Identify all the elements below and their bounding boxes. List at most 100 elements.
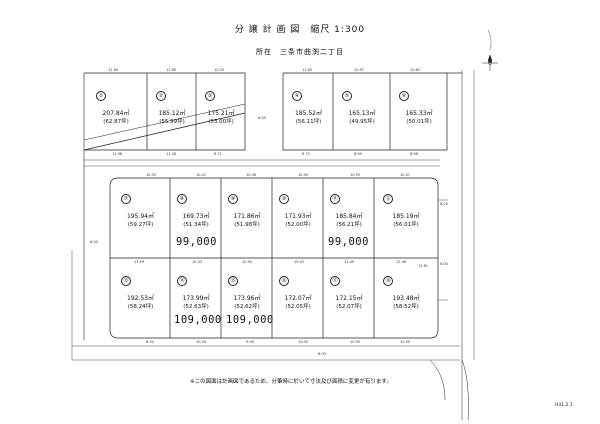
lot-tsubo: (56.21坪)	[336, 222, 362, 228]
lot-3: ③ 175.21㎡ (53.00坪)	[197, 91, 245, 126]
dimension-label: 10.50	[350, 340, 361, 344]
lot-12: ⑫ 185.19㎡ (56.01坪)	[375, 194, 437, 229]
page-title: 分 譲 計 画 図 縮尺 1:300	[234, 25, 366, 35]
dimension-label: 13.59	[134, 260, 145, 264]
lot-number: ③	[205, 91, 215, 101]
dimension-label: 8.99	[354, 152, 362, 156]
dimension-label: 10.53	[294, 260, 305, 264]
dimension-label: 10.47	[196, 173, 207, 177]
lot-number: ⑥	[399, 91, 409, 101]
lot-tsubo: (52.00坪)	[285, 222, 311, 228]
lot-number: ⑧	[177, 194, 187, 204]
lot-tsubo: (49.95坪)	[349, 119, 375, 125]
lot-number: ④	[292, 91, 302, 101]
lot-tsubo: (62.87坪)	[103, 119, 129, 125]
lot-tsubo: (51.98坪)	[234, 222, 260, 228]
lot-tsubo: (52.63坪)	[183, 304, 209, 310]
dimension-label: 10.43	[192, 260, 203, 264]
lot-9: ⑨ 171.86㎡ (51.98坪)	[222, 194, 272, 229]
lot-area: 193.48㎡	[392, 295, 420, 302]
lot-number: ⑫	[383, 194, 393, 204]
dimension-label: 8.70	[302, 152, 310, 156]
lot-number: ⑮	[228, 276, 238, 286]
lot-area: 165.33㎡	[405, 110, 433, 117]
upper-block-outline	[84, 72, 246, 151]
dimension-label: 10.47	[400, 173, 411, 177]
dimension-label: 11.80	[108, 68, 119, 72]
dimension-label: 10.97	[354, 68, 365, 72]
lot-area: 185.52㎡	[295, 110, 322, 117]
lot-tsubo: (58.52坪)	[393, 304, 419, 310]
dimension-label: 9.99	[246, 340, 254, 344]
lot-15: ⑮ 173.96㎡ (52.62坪)	[222, 276, 272, 311]
lot-tsubo: (52.05坪)	[285, 304, 311, 310]
lot-tsubo: (56.11坪)	[295, 119, 322, 125]
dimension-label: 8.71	[214, 152, 222, 156]
lot-5: ⑤ 165.13㎡ (49.95坪)	[334, 91, 390, 126]
dimension-label: 10.50	[242, 260, 253, 264]
lot-number: ⑩	[279, 194, 289, 204]
dimension-label: 11.65	[302, 68, 313, 72]
lot-area: 185.12㎡	[158, 110, 186, 117]
lower-block-outline	[109, 177, 439, 339]
lot-tsubo: (56.01坪)	[393, 222, 419, 228]
dimension-label: 10.00	[214, 68, 225, 72]
dimension-label: 10.00	[298, 340, 309, 344]
dimension-label: 10.59	[350, 173, 361, 177]
lot-area: 172.15㎡	[335, 295, 363, 302]
footnote: ※この図面は計画図であるため、分筆時に於いて寸法及び面積に変更が有ります。	[190, 379, 392, 385]
road-width-label: 6.00	[318, 352, 326, 356]
lot-tsubo: (51.34坪)	[183, 222, 209, 228]
north-arrow-icon	[482, 54, 498, 71]
dimension-label: 13.61	[418, 264, 429, 268]
lot-number: ⑤	[342, 91, 352, 101]
lot-area: 175.21㎡	[207, 110, 235, 117]
lot-tsubo: (50.01坪)	[406, 119, 432, 125]
lot-16: ⑯ 172.07㎡ (52.05坪)	[273, 276, 323, 311]
diagonal-road-line	[83, 112, 246, 151]
lot-area: 171.93㎡	[284, 213, 312, 220]
lot-area: 185.19㎡	[392, 213, 420, 220]
dimension-label: 12.48	[396, 260, 407, 264]
lot-area: 207.84㎡	[102, 110, 130, 117]
lot-area: 171.86㎡	[233, 213, 261, 220]
lot-area: 165.13㎡	[348, 110, 376, 117]
lot-tsubo: (58.24坪)	[127, 304, 154, 310]
lot-7: ⑦ 195.94㎡ (59.27坪)	[111, 194, 170, 229]
lot-tsubo: (55.99坪)	[159, 119, 185, 125]
lot-14: ⑭ 173.99㎡ (52.63坪)	[171, 276, 221, 311]
lot-area: 172.07㎡	[284, 295, 312, 302]
dimension-label: 10.35	[146, 173, 157, 177]
road-width-label: 6.00	[440, 262, 448, 266]
dimension-label: 11.98	[112, 152, 123, 156]
dimension-label: 11.80	[166, 68, 177, 72]
lot-1: ① 207.84㎡ (62.87坪)	[86, 91, 146, 126]
lot-number: ⑯	[279, 276, 289, 286]
lot-number: ⑭	[177, 276, 187, 286]
road-width-label: 6.00	[258, 116, 266, 120]
lot-number: ⑦	[121, 194, 131, 204]
lot-number: ⑰	[330, 276, 340, 286]
dimension-label: 11.28	[166, 152, 177, 156]
price-lot-14: 109,000	[174, 314, 222, 326]
lot-number: ①	[96, 91, 106, 101]
dimension-label: 8.92	[146, 340, 154, 344]
lot-6: ⑥ 165.33㎡ (50.01坪)	[391, 91, 447, 126]
lot-number: ⑨	[228, 194, 238, 204]
lot-8: ⑧ 169.73㎡ (51.34坪)	[171, 194, 221, 229]
lot-area: 195.94㎡	[127, 213, 154, 220]
lot-number: ②	[156, 91, 166, 101]
lot-tsubo: (52.07坪)	[336, 304, 362, 310]
dimension-label: 10.50	[298, 173, 309, 177]
road-width-label: 6.00	[90, 240, 98, 244]
lot-13: ⑬ 192.53㎡ (58.24坪)	[111, 276, 170, 311]
price-lot-8: 99,000	[176, 236, 217, 248]
lot-tsubo: (59.27坪)	[127, 222, 154, 228]
dimension-label: 8.98	[410, 152, 418, 156]
lot-10: ⑩ 171.93㎡ (52.00坪)	[273, 194, 323, 229]
lot-area: 173.96㎡	[233, 295, 261, 302]
lot-number: ⑬	[121, 276, 131, 286]
lot-17: ⑰ 172.15㎡ (52.07坪)	[324, 276, 374, 311]
lot-area: 173.99㎡	[182, 295, 210, 302]
